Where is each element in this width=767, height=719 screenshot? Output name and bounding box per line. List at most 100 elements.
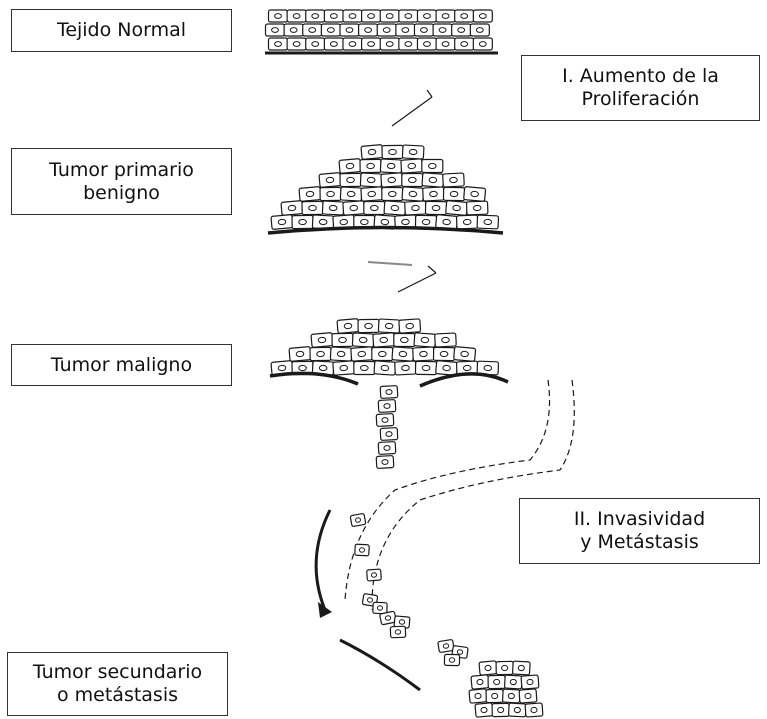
cell-membrane <box>330 347 352 361</box>
basement-membrane-right <box>420 374 508 386</box>
cell <box>330 347 352 361</box>
cell <box>402 174 423 187</box>
cell <box>471 675 489 689</box>
cell <box>433 24 452 36</box>
cell-membrane <box>311 333 333 348</box>
cell <box>340 24 359 36</box>
cell <box>306 10 325 22</box>
arrow-tick <box>428 266 436 273</box>
cell <box>373 333 395 347</box>
cell <box>525 703 543 717</box>
cell <box>455 10 474 22</box>
cell <box>266 24 285 36</box>
cell <box>425 201 446 214</box>
cell-membrane <box>414 24 433 36</box>
cell <box>502 689 520 703</box>
cell-membrane <box>287 38 306 50</box>
cell-membrane <box>436 38 455 50</box>
cell-membrane <box>443 173 465 187</box>
cell <box>367 569 382 581</box>
cell <box>508 703 526 717</box>
malignant-tumor <box>270 319 508 469</box>
cell-membrane <box>455 38 474 50</box>
cell-membrane <box>361 187 383 201</box>
cell-membrane <box>443 187 464 200</box>
cell-membrane <box>340 173 361 186</box>
cell-membrane <box>281 201 303 216</box>
cell <box>378 442 396 455</box>
cell <box>473 10 492 22</box>
cell-membrane <box>269 10 288 22</box>
cell-membrane <box>372 348 393 361</box>
cell <box>303 24 322 36</box>
cell-membrane <box>496 661 513 674</box>
cell <box>479 661 497 675</box>
cell-membrane <box>351 347 373 361</box>
cell <box>350 513 366 526</box>
cell <box>473 38 492 50</box>
cell <box>320 187 341 200</box>
cell <box>352 333 374 347</box>
cell <box>496 661 513 674</box>
cell <box>399 319 421 333</box>
cell-membrane <box>352 333 374 347</box>
cell <box>512 661 530 675</box>
benign-tumor <box>268 145 503 233</box>
vessel-wall-inner <box>345 380 550 600</box>
cell <box>360 159 381 172</box>
cell-membrane <box>306 38 325 50</box>
cell-membrane <box>392 347 414 361</box>
cell-membrane <box>354 362 375 375</box>
cell-membrane <box>373 602 387 613</box>
cell <box>455 38 474 50</box>
cell-membrane <box>319 173 341 188</box>
cell-membrane <box>284 24 303 36</box>
cell <box>362 38 381 50</box>
cell-membrane <box>446 201 468 216</box>
cell <box>354 362 375 375</box>
cell-membrane <box>508 703 526 717</box>
cell-membrane <box>475 703 493 717</box>
cell <box>519 689 537 703</box>
cell-membrane <box>470 24 489 36</box>
cell-membrane <box>362 38 381 50</box>
cell-membrane <box>271 215 293 230</box>
cell-membrane <box>380 386 398 399</box>
cell <box>486 689 503 702</box>
cell <box>396 24 415 36</box>
cell-membrane <box>414 333 436 347</box>
cell-membrane <box>466 201 487 215</box>
cell-membrane <box>399 10 418 22</box>
cell-membrane <box>473 10 492 22</box>
cell-membrane <box>492 703 509 716</box>
migrating-cells <box>350 513 468 665</box>
cell-membrane <box>436 361 458 376</box>
cell <box>359 24 378 36</box>
cell-membrane <box>471 675 489 689</box>
cell <box>382 188 403 201</box>
cell <box>417 38 436 50</box>
cell-membrane <box>303 24 322 36</box>
cell <box>433 347 454 360</box>
cell <box>373 602 387 613</box>
cell-membrane <box>395 361 417 375</box>
cell <box>422 173 444 187</box>
cell <box>380 10 399 22</box>
cell-membrane <box>378 400 396 413</box>
cell <box>362 10 381 22</box>
cell-membrane <box>435 333 457 347</box>
cell <box>339 159 361 174</box>
cell <box>415 361 436 374</box>
cell-membrane <box>373 333 395 347</box>
cell-membrane <box>525 703 543 717</box>
cell <box>289 347 311 362</box>
cell <box>380 386 398 399</box>
vessel-edge <box>340 640 420 690</box>
cell <box>292 215 313 228</box>
cell-membrane <box>417 38 436 50</box>
cell-membrane <box>433 24 452 36</box>
cell <box>488 675 505 688</box>
cell-membrane <box>519 689 537 703</box>
cell <box>417 10 436 22</box>
